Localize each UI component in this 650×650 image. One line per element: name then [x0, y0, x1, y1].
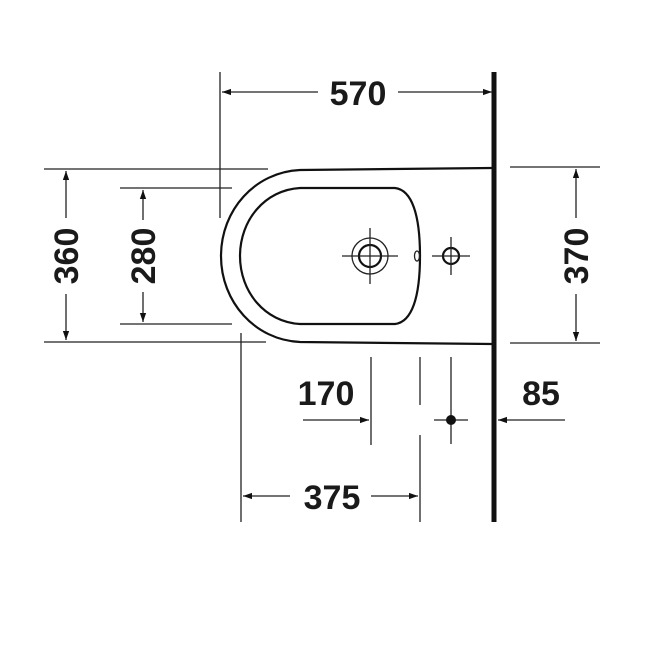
bidet-inner-bowl [238, 186, 422, 326]
dimension-360: 360 [44, 168, 268, 343]
dimension-370: 370 [510, 166, 600, 344]
bidet-outer-outline [219, 166, 493, 346]
svg-text:170: 170 [298, 375, 355, 413]
svg-text:570: 570 [330, 75, 387, 113]
overflow-hole [413, 250, 421, 262]
tap-hole [342, 228, 398, 284]
dimension-85: 85 [498, 375, 565, 424]
svg-text:85: 85 [522, 375, 560, 413]
dimension-280: 280 [120, 187, 232, 325]
dimension-570: 570 [219, 72, 492, 218]
fixing-point [434, 357, 468, 444]
dimension-170: 170 [298, 357, 372, 445]
svg-text:280: 280 [125, 228, 163, 285]
svg-text:375: 375 [304, 479, 361, 517]
svg-text:370: 370 [558, 228, 596, 285]
dimension-375: 375 [240, 333, 418, 522]
svg-text:360: 360 [48, 228, 86, 285]
fixing-hole [432, 237, 470, 275]
